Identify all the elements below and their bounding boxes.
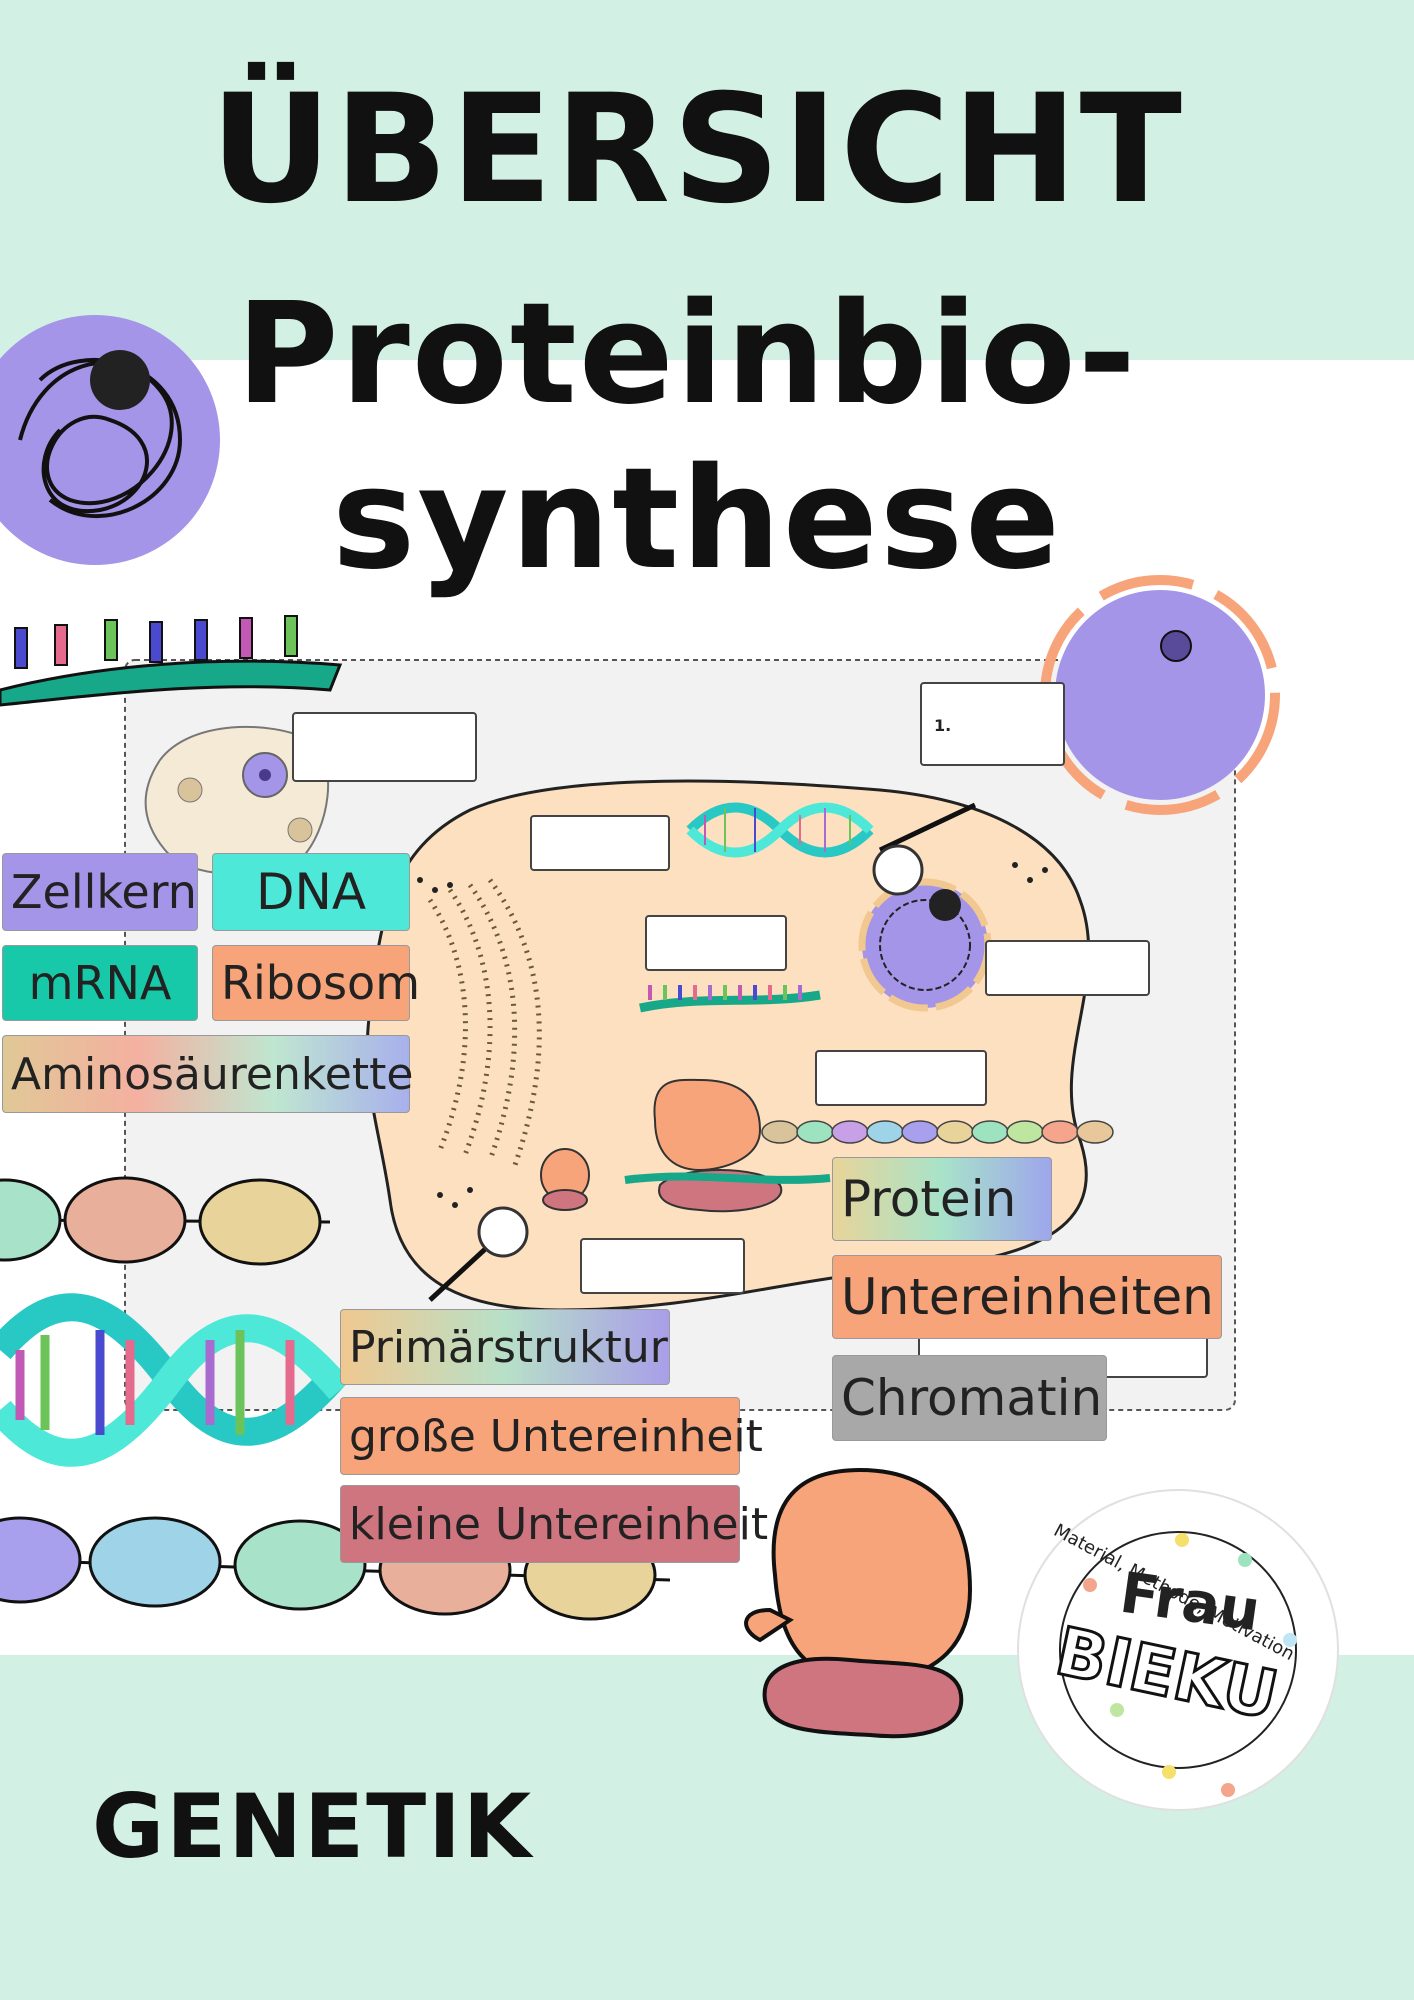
blank-number: 1.: [934, 716, 952, 735]
card-zellkern[interactable]: Zellkern: [2, 853, 198, 931]
amino-chain-left-1: [0, 1176, 331, 1266]
ribosome-small: [540, 1148, 590, 1211]
title-line-1: ÜBERSICHT: [210, 63, 1184, 237]
golgi-apparatus: [427, 878, 542, 1166]
magnifier-top: [872, 802, 977, 896]
card-aminosaeurenkette[interactable]: Aminosäurenkette: [2, 1035, 413, 1113]
label-blank[interactable]: [292, 712, 477, 782]
vesicle-dots: [417, 862, 1048, 1208]
amino-acid-chain-cell: [761, 1120, 1114, 1144]
title-line-3: synthese: [331, 438, 1063, 601]
ribosome-large: [744, 1467, 973, 1739]
mrna-decoration-top: [0, 615, 343, 707]
badge-circle: [1017, 1489, 1339, 1811]
card-dna[interactable]: DNA: [212, 853, 410, 931]
card-untereinheiten[interactable]: Untereinheiten: [832, 1255, 1222, 1339]
card-mrna[interactable]: mRNA: [2, 945, 198, 1021]
card-chromatin[interactable]: Chromatin: [832, 1355, 1107, 1441]
nucleus-in-cell: [858, 878, 992, 1012]
dna-helix-large: [0, 1293, 351, 1467]
top-band: [0, 0, 1414, 360]
label-blank[interactable]: [530, 815, 670, 871]
card-ribosom[interactable]: Ribosom: [212, 945, 420, 1021]
amino-chain-left-2: [0, 1516, 671, 1621]
ribosome-translating: [624, 1078, 831, 1213]
label-blank[interactable]: [645, 915, 787, 971]
label-blank[interactable]: [815, 1050, 987, 1106]
magnifier-bottom: [428, 1206, 529, 1302]
card-primaerstruktur[interactable]: Primärstruktur: [340, 1309, 670, 1385]
nucleus-large: [1040, 575, 1280, 815]
subject-label: GENETIK: [92, 1775, 534, 1878]
label-blank[interactable]: [580, 1238, 745, 1294]
title-line-2: Proteinbio-: [236, 273, 1138, 436]
card-grosse-untereinheit[interactable]: große Untereinheit: [340, 1397, 763, 1475]
cell-thumbnail: [144, 725, 330, 875]
side-text: ARBEITSBLATT + FOLIE + BILDKARTEN: [1405, 380, 1414, 1711]
dna-helix-small: [686, 802, 874, 858]
label-blank[interactable]: 1.: [920, 682, 1065, 766]
label-blank[interactable]: [985, 940, 1150, 996]
card-kleine-untereinheit[interactable]: kleine Untereinheit: [340, 1485, 768, 1563]
card-protein[interactable]: Protein: [832, 1157, 1052, 1241]
chromatin-circle: [0, 315, 220, 565]
mrna-strand-cell: [639, 985, 821, 1013]
